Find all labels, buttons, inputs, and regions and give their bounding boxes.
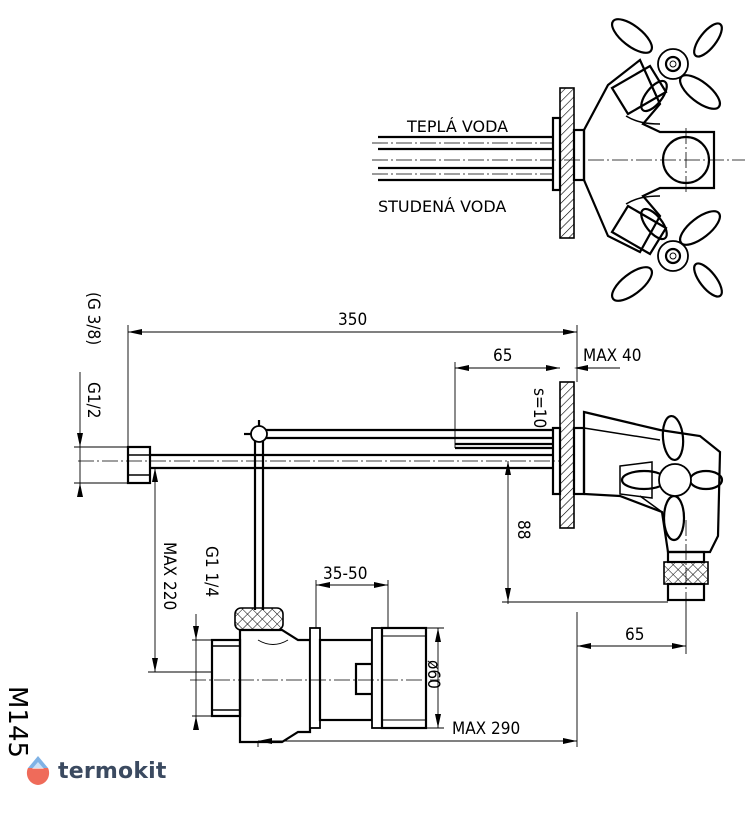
cold-water-label: STUDENÁ VODA xyxy=(378,197,506,216)
cylinder-flange-right xyxy=(371,627,383,729)
dim-thread-outlet: G1 1/4 xyxy=(201,546,221,597)
valve-body xyxy=(238,628,312,744)
top-hot-valve xyxy=(610,18,723,116)
side-view xyxy=(78,381,724,744)
dim-depth-max: MAX 290 xyxy=(452,719,520,739)
dim-drop: 88 xyxy=(513,520,533,539)
dim-spout-offset: 65 xyxy=(493,346,512,366)
dim-thread-inlet: G1/2 xyxy=(83,382,103,418)
dim-height-max: MAX 220 xyxy=(159,542,179,610)
dim-adjust-range: 35-50 xyxy=(323,564,367,584)
dim-wall-thickness: s=10 xyxy=(529,388,549,428)
side-faucet-body xyxy=(582,410,722,554)
top-faucet-body xyxy=(582,58,716,254)
dim-overall-length: 350 xyxy=(338,310,367,330)
dimension-lines: 350 65 MAX 40 s=10 (G 3/8) G1/2 MAX 220 xyxy=(74,292,687,747)
water-drop-icon xyxy=(26,756,50,785)
dim-wall-max: MAX 40 xyxy=(583,346,641,366)
top-view: TEPLÁ VODA STUDENÁ VODA xyxy=(372,18,745,302)
dim-outlet-offset: 65 xyxy=(625,625,644,645)
hot-water-label: TEPLÁ VODA xyxy=(406,117,508,136)
model-code: M145 xyxy=(2,686,32,759)
brand-name: termokit xyxy=(58,758,167,784)
top-wall-section xyxy=(559,87,575,239)
brand-logo: termokit xyxy=(24,754,167,788)
cylinder-flange-left xyxy=(309,627,321,729)
top-cold-valve xyxy=(610,204,723,302)
dim-body-diameter: ø60 xyxy=(423,660,443,689)
side-handle xyxy=(619,414,724,542)
side-wall-section xyxy=(559,381,575,529)
knurled-nut xyxy=(234,607,284,631)
dim-thread-inlet-alt: (G 3/8) xyxy=(83,292,103,345)
inlet-nut xyxy=(126,445,152,485)
